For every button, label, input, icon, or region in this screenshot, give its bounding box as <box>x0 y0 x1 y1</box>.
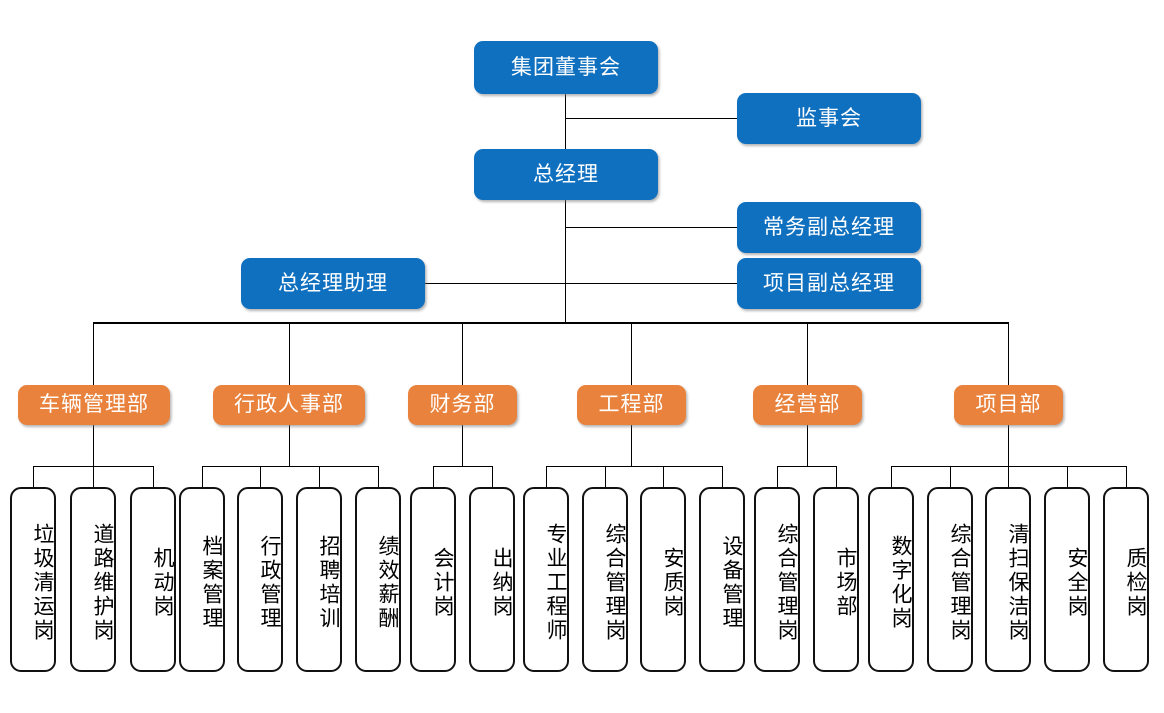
node-position-accounting[interactable]: 会计岗 <box>410 487 456 672</box>
node-department-finance[interactable]: 财务部 <box>408 385 517 425</box>
connector-stem-dept-6 <box>1008 424 1009 466</box>
connector-drop-dept-5 <box>807 322 808 385</box>
node-position-engineering-general-management[interactable]: 综合管理岗 <box>582 487 628 672</box>
connector-drop-leaf-6-2 <box>950 466 951 488</box>
connector-drop-leaf-4-3 <box>663 466 664 488</box>
connector-bar-dept-4 <box>546 466 722 467</box>
connector-drop-dept-4 <box>631 322 632 385</box>
connector-drop-leaf-5-1 <box>777 466 778 488</box>
connector-drop-leaf-1-3 <box>153 466 154 488</box>
node-general-manager[interactable]: 总经理 <box>474 149 658 200</box>
connector-drop-dept-6 <box>1008 322 1009 385</box>
connector-drop-dept-3 <box>462 322 463 385</box>
connector-drop-leaf-4-2 <box>605 466 606 488</box>
connector-stem-dept-1 <box>93 424 94 466</box>
connector-drop-leaf-1-2 <box>93 466 94 488</box>
node-position-equipment-management[interactable]: 设备管理 <box>699 487 745 672</box>
node-position-safety[interactable]: 安全岗 <box>1044 487 1090 672</box>
node-position-professional-engineer[interactable]: 专业工程师 <box>523 487 569 672</box>
node-position-marketing[interactable]: 市场部 <box>813 487 859 672</box>
connector-stem-dept-4 <box>631 424 632 466</box>
node-position-digitalization[interactable]: 数字化岗 <box>868 487 914 672</box>
connector-drop-leaf-4-4 <box>722 466 723 488</box>
connector-drop-leaf-3-2 <box>492 466 493 488</box>
connector-spine-to-deputy-executive <box>565 227 738 228</box>
connector-spine-to-supervisory <box>565 118 738 119</box>
node-position-cashier[interactable]: 出纳岗 <box>469 487 515 672</box>
node-supervisory-board[interactable]: 监事会 <box>737 93 921 144</box>
node-position-operations-general-management[interactable]: 综合管理岗 <box>754 487 800 672</box>
node-position-records-management[interactable]: 档案管理 <box>179 487 225 672</box>
node-deputy-executive-manager[interactable]: 常务副总经理 <box>737 202 921 253</box>
connector-drop-leaf-2-3 <box>319 466 320 488</box>
node-deputy-project-manager[interactable]: 项目副总经理 <box>737 258 921 309</box>
connector-drop-leaf-6-5 <box>1126 466 1127 488</box>
node-department-vehicle-management[interactable]: 车辆管理部 <box>18 385 170 425</box>
connector-drop-leaf-2-4 <box>378 466 379 488</box>
connector-drop-leaf-5-2 <box>836 466 837 488</box>
connector-stem-dept-2 <box>289 424 290 466</box>
node-position-performance-compensation[interactable]: 绩效薪酬 <box>355 487 401 672</box>
node-position-recruitment-training[interactable]: 招聘培训 <box>296 487 342 672</box>
node-position-cleaning-sanitation[interactable]: 清扫保洁岗 <box>985 487 1031 672</box>
connector-drop-dept-2 <box>289 322 290 385</box>
node-department-engineering[interactable]: 工程部 <box>577 385 686 425</box>
node-position-safety-quality[interactable]: 安质岗 <box>640 487 686 672</box>
connector-board-to-gm <box>565 94 566 150</box>
connector-stem-dept-5 <box>807 424 808 466</box>
connector-drop-leaf-6-4 <box>1067 466 1068 488</box>
connector-drop-leaf-1-1 <box>33 466 34 488</box>
node-department-operations[interactable]: 经营部 <box>753 385 862 425</box>
node-department-project[interactable]: 项目部 <box>954 385 1063 425</box>
connector-gm-down <box>565 200 566 323</box>
node-position-project-general-management[interactable]: 综合管理岗 <box>927 487 973 672</box>
node-board-of-directors[interactable]: 集团董事会 <box>474 41 658 94</box>
node-position-administrative-management[interactable]: 行政管理 <box>237 487 283 672</box>
node-position-road-maintenance[interactable]: 道路维护岗 <box>70 487 116 672</box>
node-position-quality-inspection[interactable]: 质检岗 <box>1103 487 1149 672</box>
connector-spine-to-deputy-project <box>565 283 738 284</box>
node-position-waste-transport[interactable]: 垃圾清运岗 <box>10 487 56 672</box>
connector-stem-dept-3 <box>462 424 463 466</box>
connector-drop-leaf-6-1 <box>891 466 892 488</box>
connector-bar-dept-3 <box>433 466 492 467</box>
connector-drop-dept-1 <box>93 322 94 385</box>
connector-drop-leaf-6-3 <box>1008 466 1009 488</box>
connector-bar-dept-5 <box>777 466 836 467</box>
connector-bar-dept-2 <box>202 466 378 467</box>
node-general-manager-assistant[interactable]: 总经理助理 <box>241 258 425 309</box>
connector-drop-leaf-2-1 <box>202 466 203 488</box>
connector-assistant-to-spine <box>425 283 566 284</box>
node-department-administration-hr[interactable]: 行政人事部 <box>213 385 365 425</box>
node-position-mobile-duty[interactable]: 机动岗 <box>130 487 176 672</box>
connector-department-bus <box>93 322 1009 324</box>
connector-drop-leaf-4-1 <box>546 466 547 488</box>
connector-drop-leaf-3-1 <box>433 466 434 488</box>
connector-drop-leaf-2-2 <box>260 466 261 488</box>
